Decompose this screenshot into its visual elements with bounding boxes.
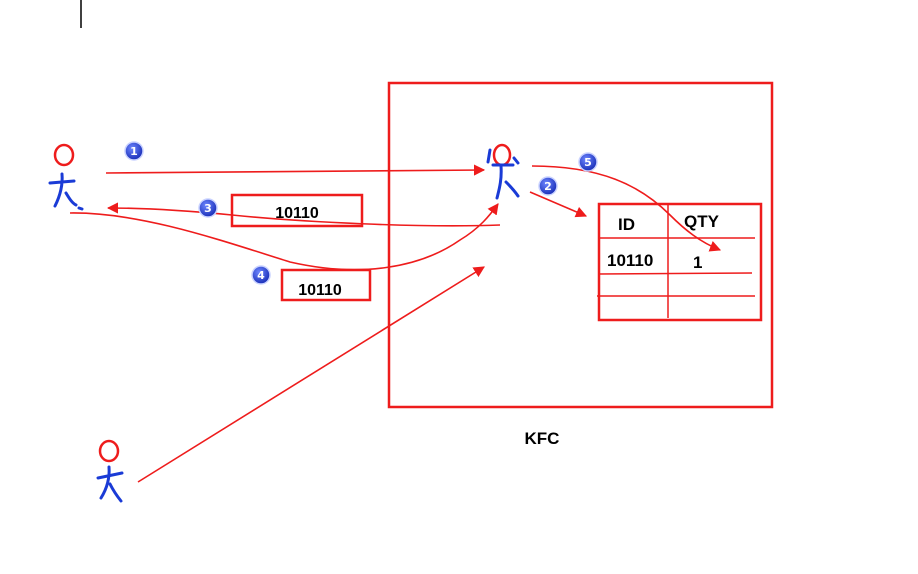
table-header-id: ID	[618, 215, 635, 234]
ticket-bottom: 10110	[280, 268, 372, 302]
svg-text:4: 4	[257, 269, 265, 282]
table-cell-qty: 1	[693, 253, 702, 272]
arrow-customer-2	[137, 266, 485, 483]
customer-2-figure	[96, 439, 124, 503]
arrow-step-5	[531, 165, 722, 252]
arrow-step-3	[106, 202, 501, 227]
store-box	[387, 81, 774, 409]
step-badge-2: 2	[538, 176, 558, 196]
step-badge-3: 3	[198, 198, 218, 218]
svg-text:2: 2	[544, 180, 552, 193]
arrow-step-2	[529, 191, 588, 218]
svg-text:3: 3	[204, 202, 212, 215]
step-badge-5: 5	[578, 152, 598, 172]
arrow-step-4	[69, 203, 499, 271]
step-badge-1: 1	[124, 141, 144, 161]
step-badge-4: 4	[251, 265, 271, 285]
customer-1-figure	[48, 143, 84, 211]
store-label: KFC	[525, 429, 560, 448]
svg-text:10110: 10110	[298, 282, 342, 299]
table-header-qty: QTY	[684, 212, 720, 231]
svg-text:10110: 10110	[275, 205, 319, 222]
cashier-figure	[486, 143, 520, 200]
svg-text:1: 1	[130, 145, 138, 158]
arrow-step-1	[105, 164, 486, 176]
ticket-top: 10110	[230, 193, 364, 228]
table-cell-id: 10110	[607, 251, 653, 270]
svg-text:5: 5	[584, 156, 592, 169]
order-table: ID QTY 10110 1	[597, 202, 763, 322]
